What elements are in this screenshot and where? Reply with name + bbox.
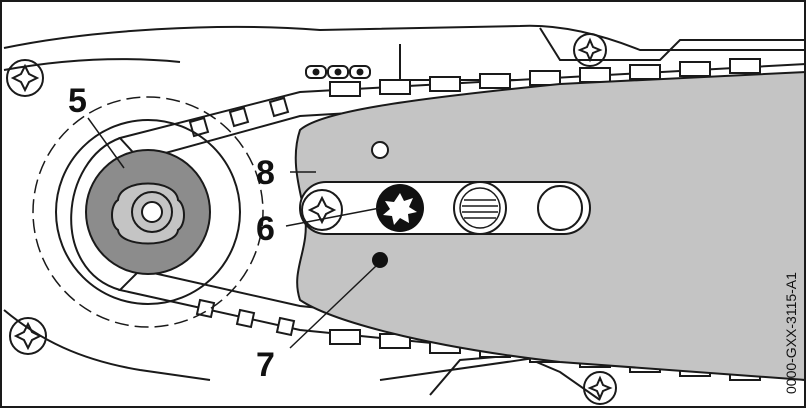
bar-hole	[371, 141, 389, 159]
callout-6: 6	[256, 210, 275, 248]
callout-7: 7	[256, 346, 275, 384]
tensioner-slider-icon	[453, 181, 583, 235]
figure-code: 0000-GXX-3115-A1	[783, 272, 799, 394]
leader-lines	[87, 117, 381, 349]
torx-screw-icon	[573, 33, 607, 67]
sprocket-cover-outline	[32, 96, 264, 328]
rear-chain-links	[305, 65, 371, 79]
bar-nut-icon	[376, 184, 424, 232]
callout-5: 5	[68, 82, 87, 120]
sprocket-icon	[85, 149, 211, 275]
torx-screw-icon	[6, 59, 44, 97]
clutch-drum	[55, 119, 241, 305]
torx-screw-icon	[301, 189, 343, 231]
housing	[3, 24, 806, 401]
oil-hole-icon	[372, 252, 388, 268]
torx-screw-icon	[9, 317, 47, 355]
callout-8: 8	[256, 154, 275, 192]
bar-slot	[299, 181, 591, 235]
torx-screw-icon	[583, 371, 617, 405]
